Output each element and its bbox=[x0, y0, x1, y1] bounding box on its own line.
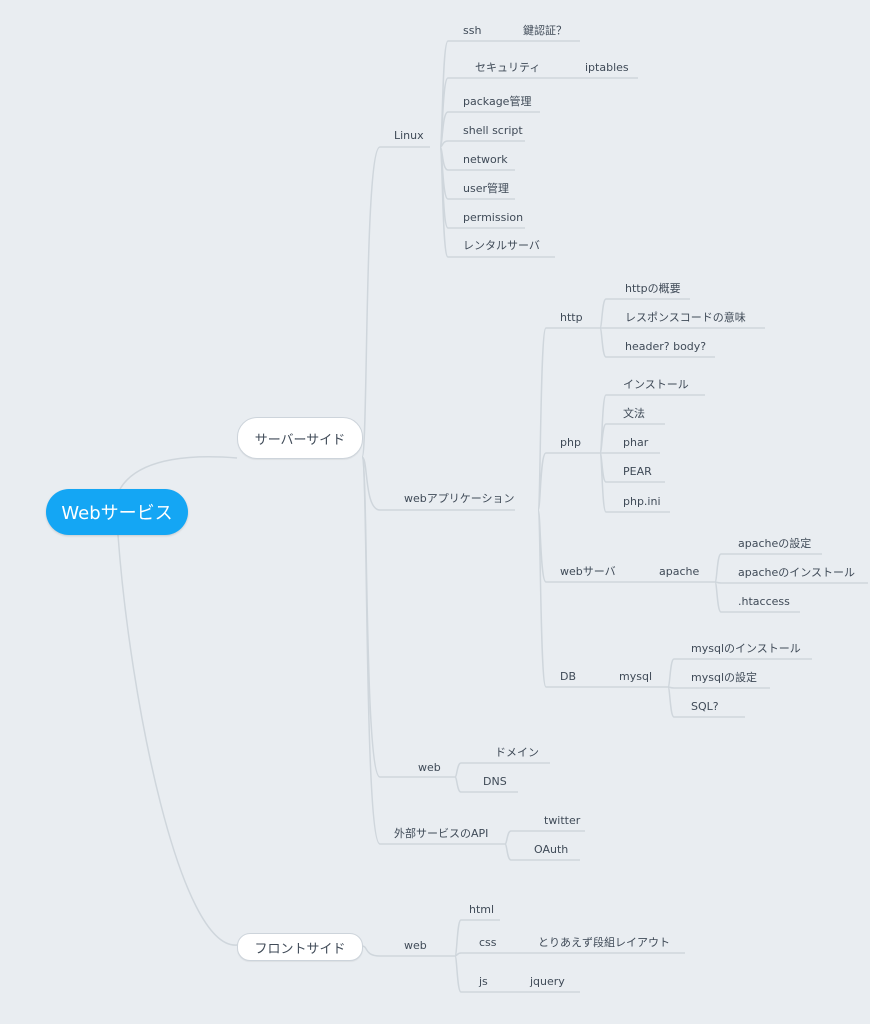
node-header-body[interactable]: header? body? bbox=[625, 340, 707, 353]
connector-linux-child-3 bbox=[439, 140, 525, 148]
connector-external-api bbox=[361, 456, 505, 845]
node-linux[interactable]: Linux bbox=[394, 129, 424, 142]
node-shell-script[interactable]: shell script bbox=[463, 124, 523, 137]
node-http-overview[interactable]: httpの概要 bbox=[625, 282, 681, 295]
connector-http-child-0 bbox=[599, 298, 690, 329]
node-http[interactable]: http bbox=[560, 311, 583, 324]
node-mysql-install[interactable]: mysqlのインストール bbox=[691, 642, 801, 655]
node-web-application[interactable]: webアプリケーション bbox=[404, 492, 515, 505]
node-pear[interactable]: PEAR bbox=[623, 465, 652, 478]
node-jquery[interactable]: jquery bbox=[530, 975, 565, 988]
connector-linux bbox=[361, 146, 430, 458]
node-js[interactable]: js bbox=[479, 975, 488, 988]
connector-mysql-child-1 bbox=[667, 686, 770, 689]
node-permission[interactable]: permission bbox=[463, 211, 524, 224]
node-php-ini[interactable]: php.ini bbox=[623, 495, 661, 508]
node-db[interactable]: DB bbox=[560, 670, 577, 683]
connector-php bbox=[537, 452, 600, 511]
node-php[interactable]: php bbox=[560, 436, 581, 449]
node-css-layout[interactable]: とりあえず段組レイアウト bbox=[538, 936, 670, 949]
connector-http bbox=[537, 327, 600, 511]
node-html[interactable]: html bbox=[469, 903, 495, 916]
connector-front-web bbox=[361, 945, 455, 957]
root-node[interactable]: Webサービス bbox=[46, 489, 188, 535]
connector-http-child-2 bbox=[599, 327, 715, 358]
node-network[interactable]: network bbox=[463, 153, 508, 166]
connector-mysql-child-2 bbox=[667, 686, 745, 718]
connector-linux-child-7 bbox=[439, 146, 555, 258]
node-dns[interactable]: DNS bbox=[483, 775, 507, 788]
node-apache-install[interactable]: apacheのインストール bbox=[738, 566, 856, 579]
connector-front-child-0 bbox=[454, 919, 500, 957]
connector-apache-child-0 bbox=[714, 553, 822, 583]
node-oauth[interactable]: OAuth bbox=[534, 843, 569, 856]
node-web-server[interactable]: webサーバ bbox=[560, 565, 616, 578]
node-phar[interactable]: phar bbox=[623, 436, 649, 449]
connector-web-application bbox=[361, 456, 515, 511]
connector-front-child-2 bbox=[454, 955, 580, 993]
node-twitter[interactable]: twitter bbox=[544, 814, 581, 827]
node-htaccess[interactable]: .htaccess bbox=[738, 595, 790, 608]
node-user[interactable]: user管理 bbox=[463, 182, 509, 195]
node-external-api[interactable]: 外部サービスのAPI bbox=[394, 827, 489, 840]
node-rental-server[interactable]: レンタルサーバ bbox=[463, 239, 540, 252]
node-domain[interactable]: ドメイン bbox=[495, 746, 539, 759]
connector-apache-child-1 bbox=[714, 581, 868, 584]
root-to-server-connector bbox=[119, 456, 238, 490]
connector-php-child-4 bbox=[599, 452, 670, 513]
node-security[interactable]: セキュリティ bbox=[475, 61, 541, 74]
node-web[interactable]: web bbox=[418, 761, 441, 774]
connector-front-child-1 bbox=[454, 952, 685, 957]
node-key-auth[interactable]: 鍵認証？ bbox=[523, 24, 567, 37]
node-sql[interactable]: SQL? bbox=[691, 700, 719, 713]
node-iptables[interactable]: iptables bbox=[585, 61, 629, 74]
connector-web-child-1 bbox=[454, 776, 518, 793]
node-front-web[interactable]: web bbox=[404, 939, 427, 952]
connector-php-child-1 bbox=[599, 423, 665, 454]
server-side-node[interactable]: サーバーサイド bbox=[237, 417, 363, 459]
connector-mysql-child-0 bbox=[667, 658, 812, 688]
connector-db bbox=[537, 509, 600, 688]
node-apache[interactable]: apache bbox=[659, 565, 700, 578]
node-ssh[interactable]: ssh bbox=[463, 24, 482, 37]
node-php-syntax[interactable]: 文法 bbox=[623, 407, 645, 420]
node-mysql[interactable]: mysql bbox=[619, 670, 652, 683]
root-to-front-connector bbox=[117, 534, 238, 946]
connector-apache-child-2 bbox=[714, 581, 800, 613]
node-css[interactable]: css bbox=[479, 936, 497, 949]
node-response-code[interactable]: レスポンスコードの意味 bbox=[625, 311, 746, 324]
node-php-install[interactable]: インストール bbox=[623, 378, 689, 391]
front-side-node[interactable]: フロントサイド bbox=[237, 933, 363, 961]
node-mysql-config[interactable]: mysqlの設定 bbox=[691, 671, 757, 684]
node-apache-config[interactable]: apacheの設定 bbox=[738, 537, 812, 550]
node-package[interactable]: package管理 bbox=[463, 95, 532, 108]
connector-api-child-1 bbox=[504, 843, 580, 861]
connector-linux-child-2 bbox=[439, 111, 540, 148]
